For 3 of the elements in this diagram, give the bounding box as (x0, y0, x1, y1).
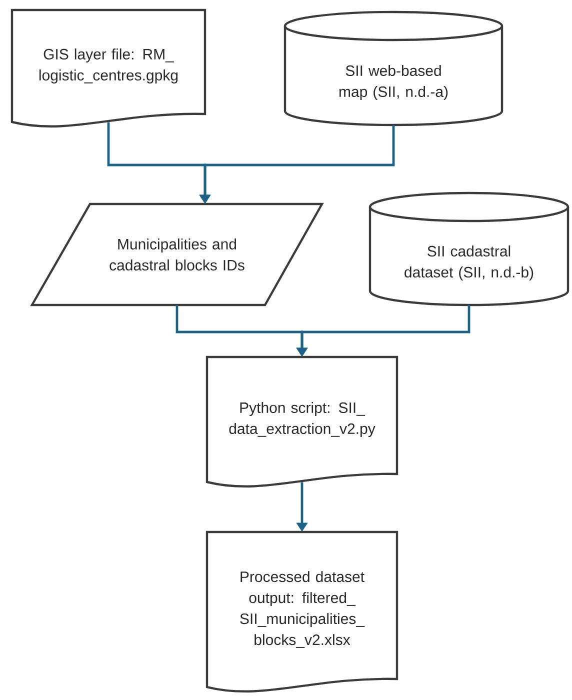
database-cylinder: SII web-based map (SII, n.d.-a) (284, 10, 504, 126)
database-cylinder: SII cadastral dataset (SII, n.d.-b) (368, 192, 570, 306)
node-label: SII cadastral dataset (SII, n.d.-b) (404, 246, 534, 280)
